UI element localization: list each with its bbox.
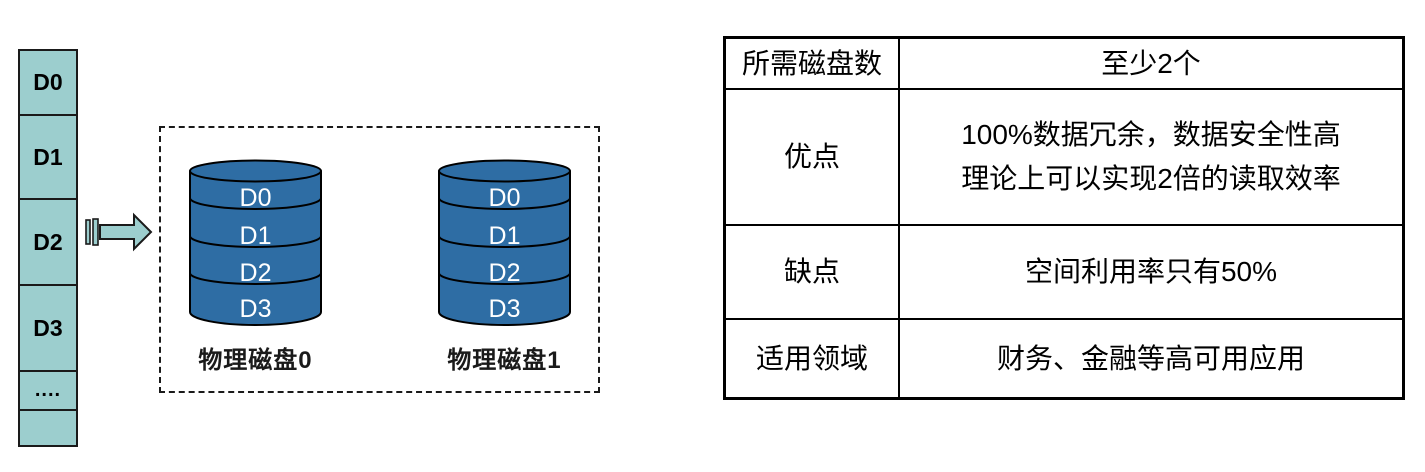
table-row: 缺点 空间利用率只有50% xyxy=(723,223,1405,320)
mirror-group-box xyxy=(159,126,600,393)
row-label-advantages: 优点 xyxy=(723,87,900,226)
disk0-segment-label: D3 xyxy=(240,295,272,323)
row-label-disks-required: 所需磁盘数 xyxy=(723,36,900,90)
logical-block: D1 xyxy=(20,116,76,200)
row-value-disadvantages: 空间利用率只有50% xyxy=(898,223,1405,320)
row-value-advantages: 100%数据冗余，数据安全性高 理论上可以实现2倍的读取效率 xyxy=(898,87,1405,226)
table-row: 优点 100%数据冗余，数据安全性高 理论上可以实现2倍的读取效率 xyxy=(723,87,1405,226)
row-label-use-cases: 适用领域 xyxy=(723,317,900,400)
logical-block: D0 xyxy=(20,51,76,116)
mirror-arrow-icon xyxy=(84,211,154,253)
row-value-disks-required: 至少2个 xyxy=(898,36,1405,90)
disk-cylinder-0: D0 D1 D2 D3 xyxy=(188,159,323,327)
disk-cylinder-1: D0 D1 D2 D3 xyxy=(437,159,572,327)
disk0-segment-label: D2 xyxy=(240,259,272,287)
disk1-segment-label: D3 xyxy=(489,295,521,323)
logical-block-column: D0 D1 D2 D3 .... xyxy=(18,49,78,447)
table-row: 适用领域 财务、金融等高可用应用 xyxy=(723,317,1405,400)
raid1-properties-table: 所需磁盘数 至少2个 优点 100%数据冗余，数据安全性高 理论上可以实现2倍的… xyxy=(723,36,1405,400)
disk1-segment-label: D1 xyxy=(489,222,521,250)
logical-block: D3 xyxy=(20,286,76,372)
disk0-segment-label: D0 xyxy=(240,184,272,212)
logical-block-ellipsis: .... xyxy=(20,372,76,411)
disk1-segment-label: D2 xyxy=(489,259,521,287)
disk0-segment-label: D1 xyxy=(240,222,272,250)
logical-block-empty xyxy=(20,411,76,445)
disk1-name-label: 物理磁盘1 xyxy=(447,347,562,374)
table-row: 所需磁盘数 至少2个 xyxy=(723,36,1405,90)
row-label-disadvantages: 缺点 xyxy=(723,223,900,320)
row-value-use-cases: 财务、金融等高可用应用 xyxy=(898,317,1405,400)
disk0-name-label: 物理磁盘0 xyxy=(198,347,313,374)
logical-block: D2 xyxy=(20,200,76,286)
disk1-segment-label: D0 xyxy=(489,184,521,212)
